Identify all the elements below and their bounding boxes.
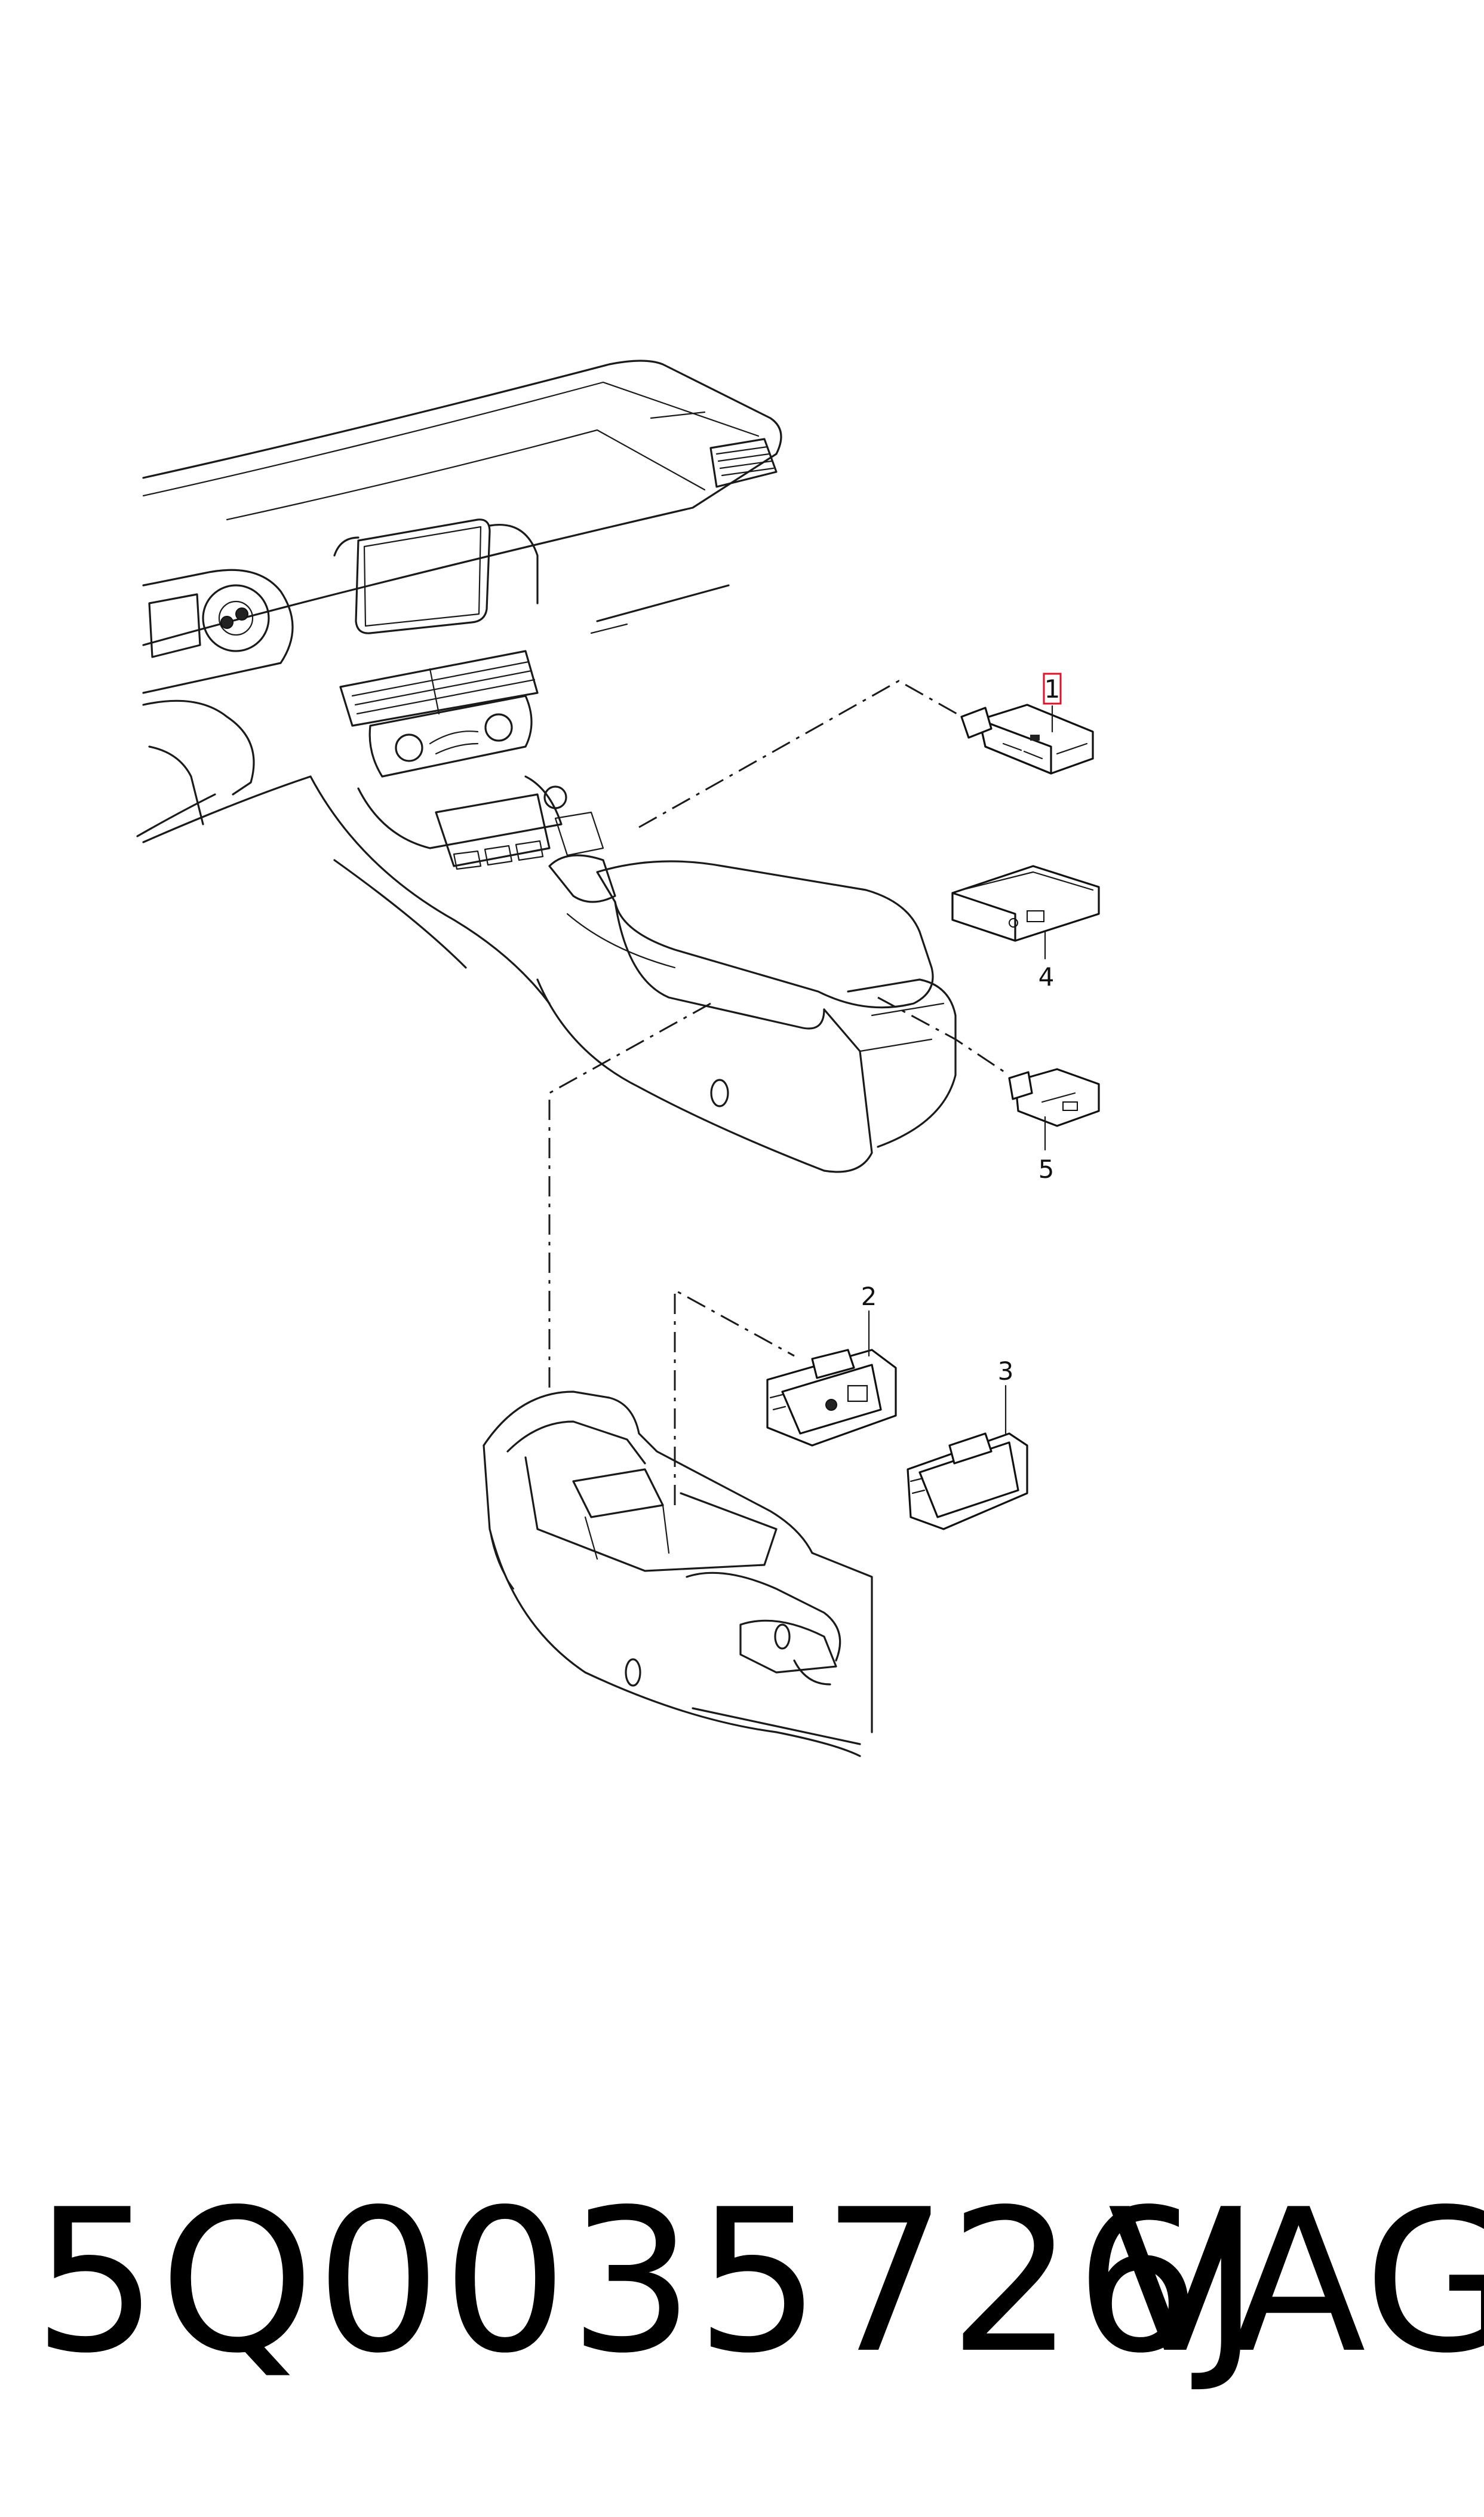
lower-console-illustration xyxy=(483,1391,873,1757)
highlight-box xyxy=(1043,673,1062,705)
callout-label-3: 3 xyxy=(998,1356,1014,1386)
part-4-usb-hub xyxy=(951,865,1100,942)
part-1-usb-module xyxy=(960,704,1094,775)
callout-label-1: 1 xyxy=(1044,674,1061,704)
dashboard-illustration xyxy=(136,360,782,1005)
callout-label-2: 2 xyxy=(861,1282,877,1311)
leader-lines xyxy=(548,680,1010,1505)
callout-2[interactable]: 2 xyxy=(861,1282,877,1357)
part-number: 5Q0035726J xyxy=(33,2167,1261,2396)
callout-5[interactable]: 5 xyxy=(1039,1116,1055,1184)
brand-name: VAG xyxy=(1108,2167,1484,2396)
part-2-usb-charger xyxy=(766,1349,897,1447)
callout-3[interactable]: 3 xyxy=(998,1356,1014,1435)
part-3-usb-charger xyxy=(907,1432,1028,1530)
callout-label-4: 4 xyxy=(1039,962,1055,992)
callout-1[interactable]: 1 xyxy=(1043,673,1062,733)
armrest-illustration xyxy=(536,854,957,1173)
callout-label-5: 5 xyxy=(1039,1155,1055,1184)
callout-4[interactable]: 4 xyxy=(1039,931,1055,992)
part-5-usb-socket xyxy=(1008,1068,1100,1127)
